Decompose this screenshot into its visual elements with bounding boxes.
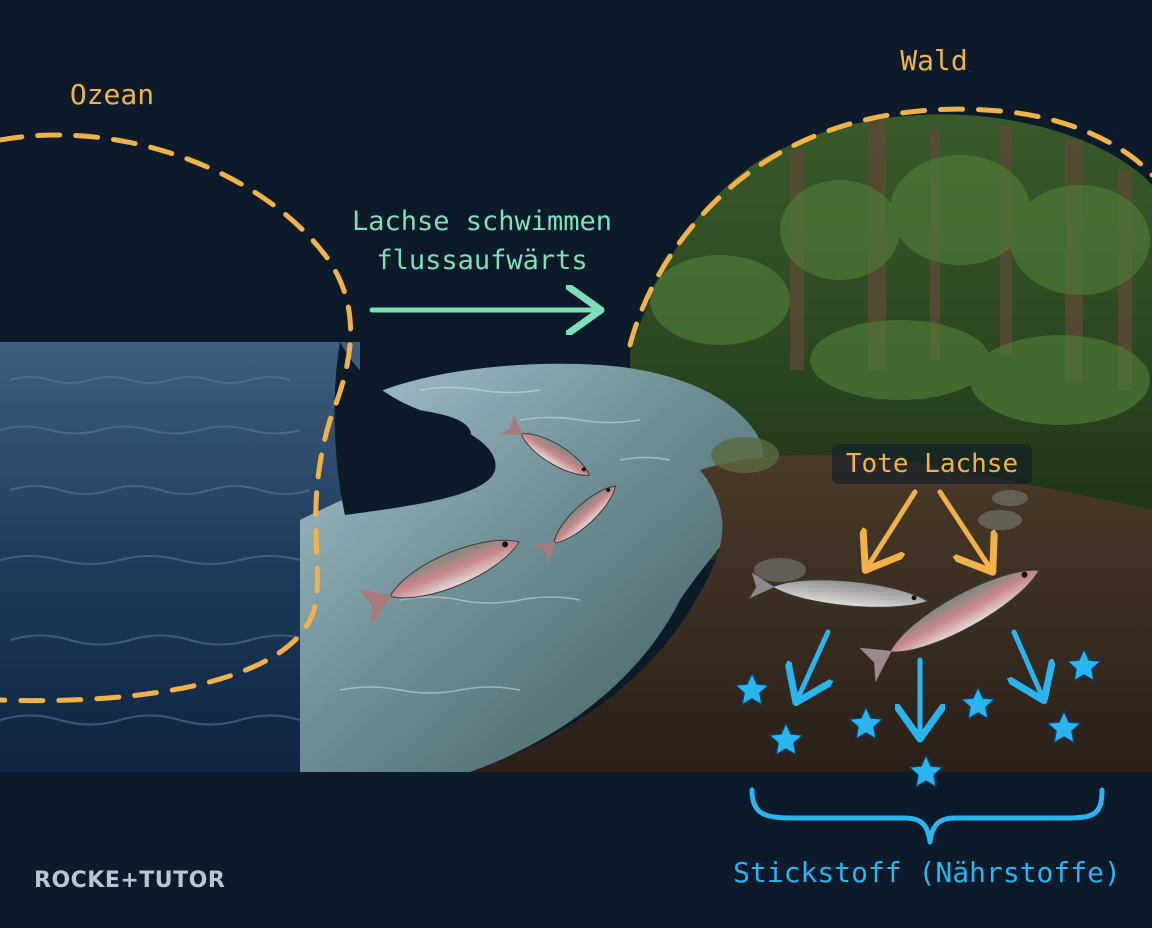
nitrogen-arrow-icon [1014,629,1042,696]
ocean-label: Ozean [70,78,154,111]
salmon-icon [359,539,520,626]
dead-salmon-label: Tote Lachse [846,449,1018,479]
scene [0,114,1152,772]
bank-rocks [711,437,1028,582]
nitrogen-arrow-icon [798,629,828,698]
river-ripples [339,386,671,694]
channel-mask [334,342,496,515]
dead-salmon-icon [859,569,1040,683]
salmon-icon [533,485,617,565]
forest-label: Wald [900,44,967,77]
forest-foliage [650,155,1150,425]
ocean-waves [0,376,311,726]
migration-label-line2: flussaufwärts [376,245,587,276]
top-mask [0,0,600,130]
brand-logo: ROCKE+TUTOR [34,868,226,893]
nitrogen-brace-icon [749,787,1105,845]
ocean-dashed-outline [0,132,354,704]
migration-label-line1: Lachse schwimmen [352,206,612,237]
river [300,363,764,772]
dead-salmon-arrow-right-icon [937,489,990,568]
dead-salmon-arrow-left-icon [868,489,918,566]
nitrogen-label: Stickstoff (Nährstoffe) [733,856,1121,889]
dead-salmon-label-bg [832,444,1032,484]
salmon-icon [499,415,591,476]
dead-salmon-icon [749,572,929,608]
forest-mask [600,0,1152,342]
ocean-mask [0,128,348,342]
